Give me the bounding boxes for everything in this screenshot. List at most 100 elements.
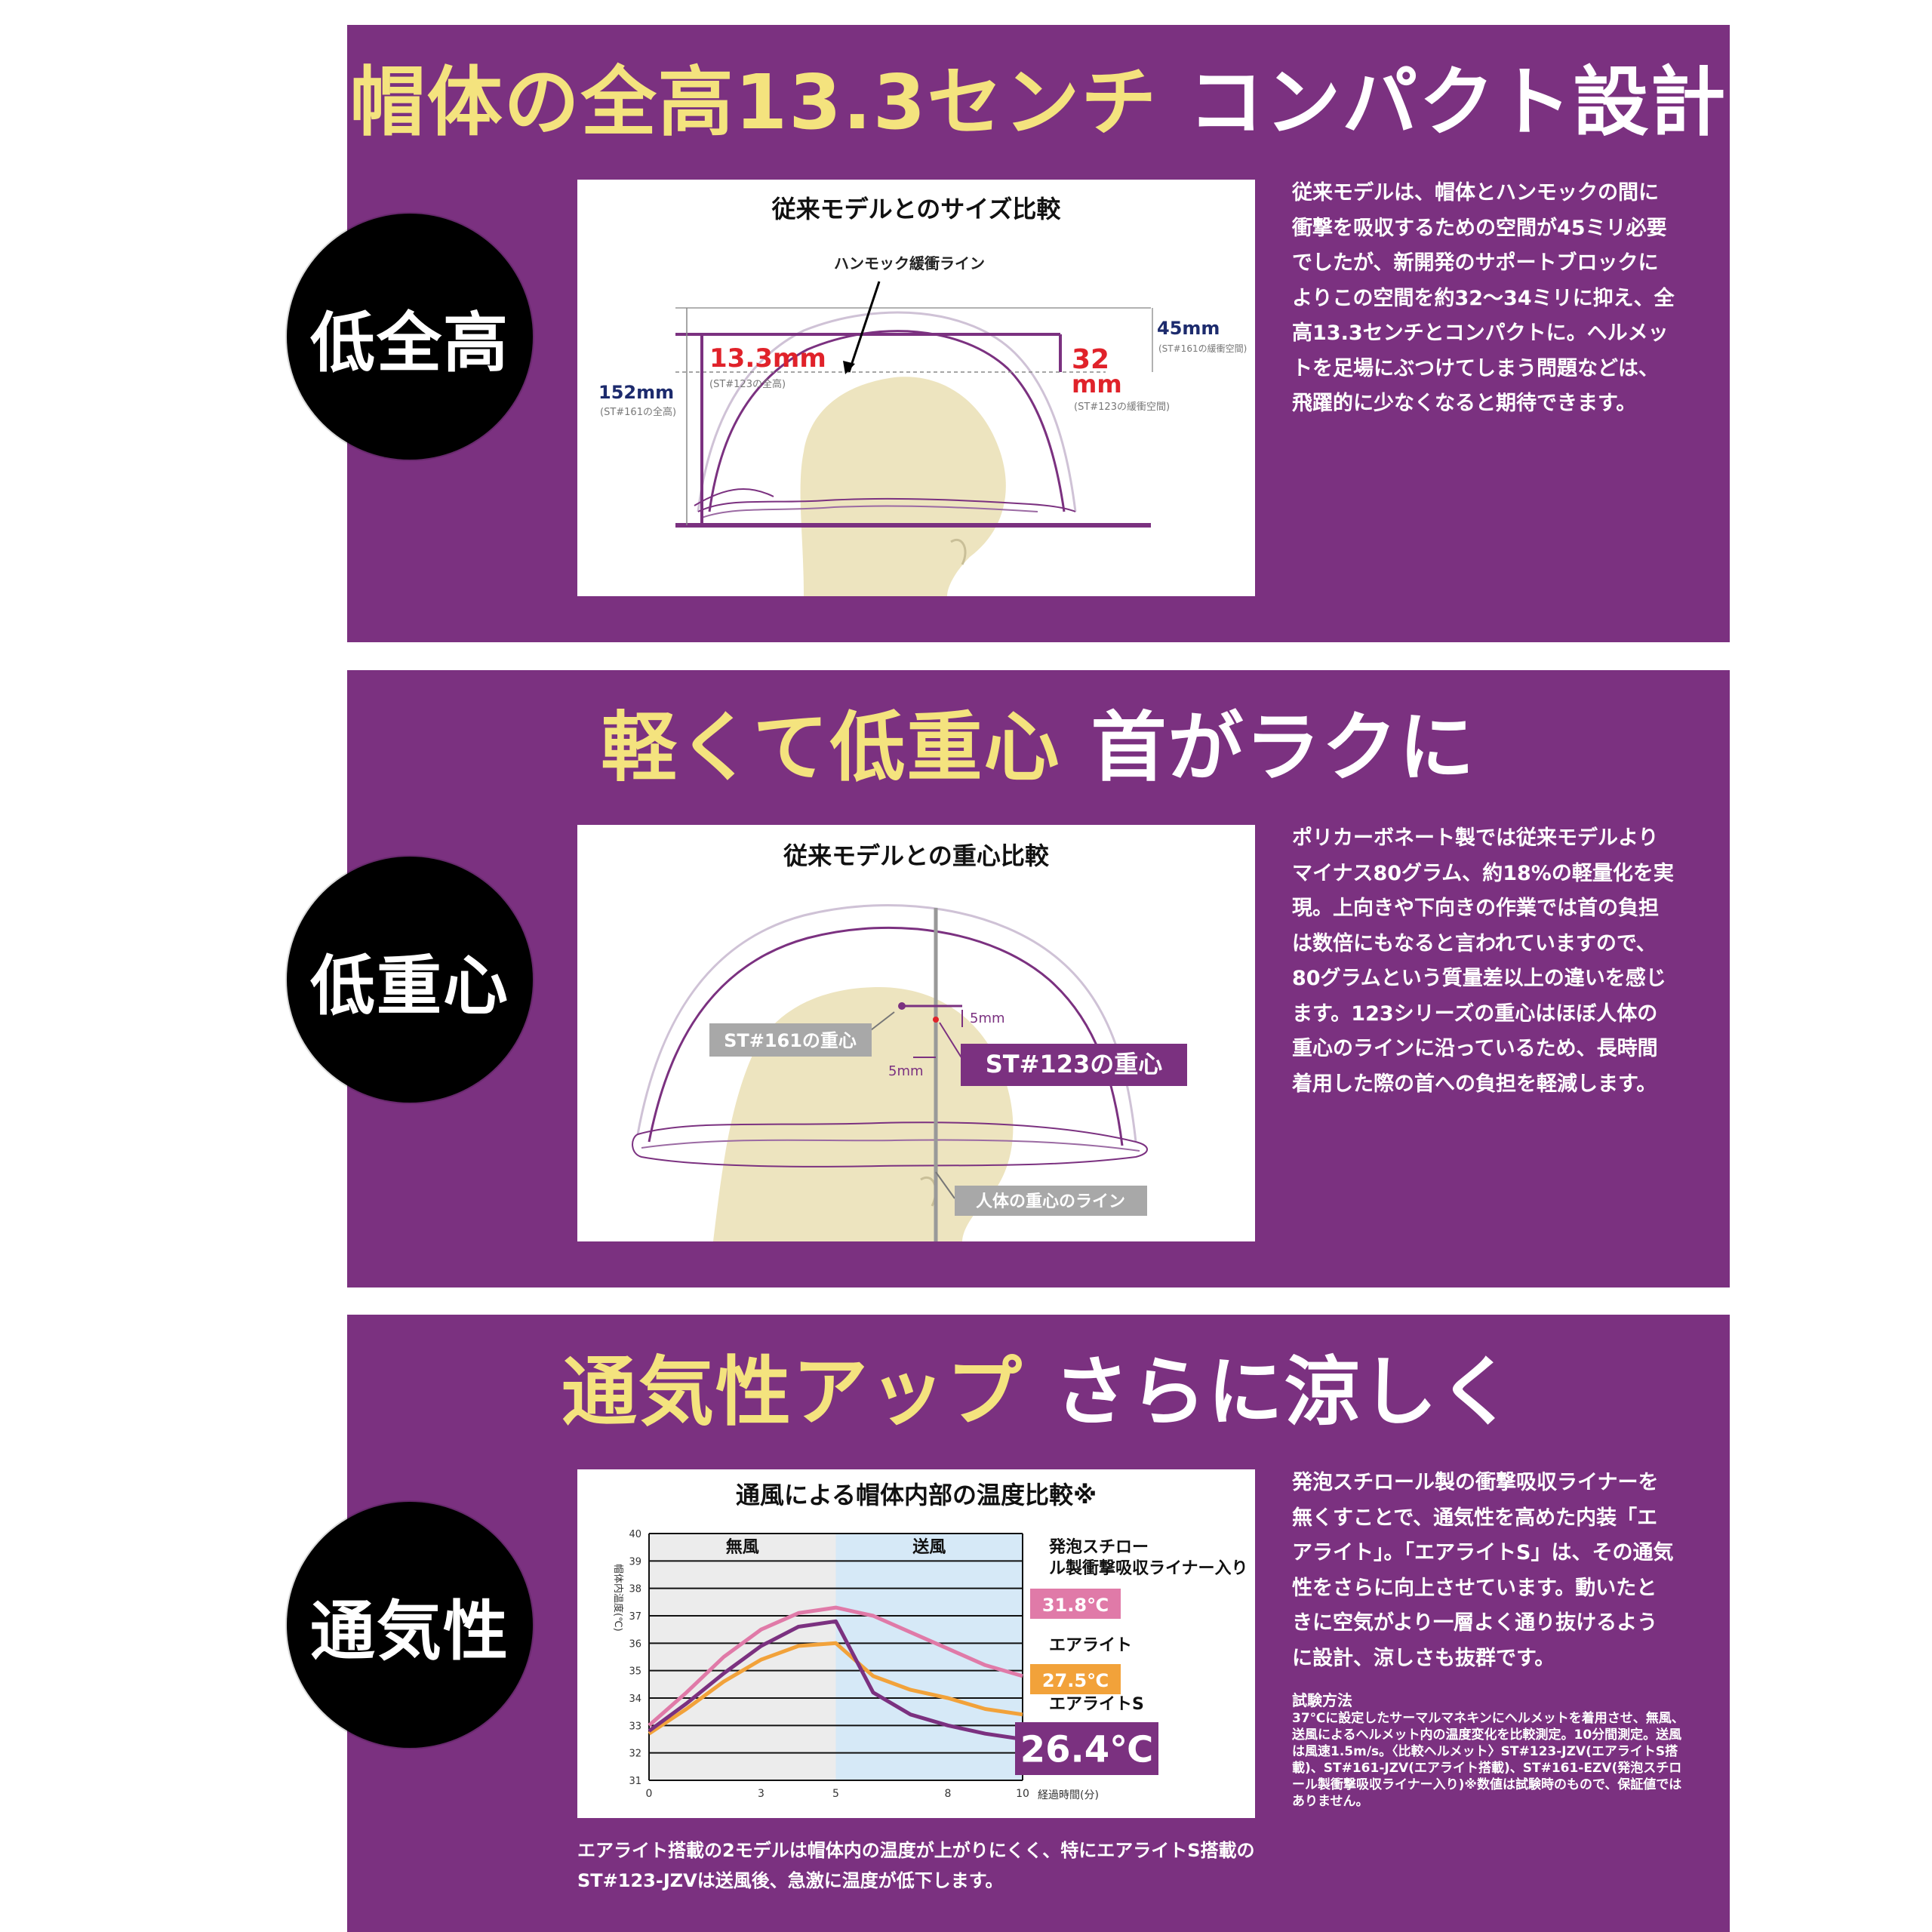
heading-ventilation: 通気性アップさらに涼しく	[347, 1343, 1730, 1441]
test-method-body: 37℃に設定したサーマルマネキンにヘルメットを着用させ、無風、送風によるヘルメッ…	[1292, 1711, 1684, 1809]
label-123-leader	[939, 1022, 963, 1060]
heading-compact-design: 帽体の全高13.3センチコンパクト設計	[347, 54, 1730, 152]
series-line-3	[648, 1619, 1023, 1741]
x-axis-label: 経過時間(分)	[1038, 1789, 1099, 1801]
brim-line-3	[694, 488, 774, 506]
helmet-outline-123	[708, 330, 1066, 512]
y-tick-label: 36	[629, 1638, 641, 1650]
y-tick-label: 31	[629, 1776, 641, 1787]
head-silhouette	[800, 377, 1006, 596]
series-line-2	[648, 1641, 1023, 1736]
x-tick-label: 3	[758, 1788, 764, 1800]
body-line-leader	[935, 1171, 955, 1199]
heading-white: 首がラクに	[1091, 703, 1476, 792]
label-body-line: 人体の重心のライン	[976, 1192, 1125, 1211]
dim-133-sub: (ST#123の全高)	[709, 378, 786, 390]
test-method-title: 試験方法	[1292, 1691, 1352, 1709]
label-161: ST#161の重心	[724, 1030, 857, 1051]
label-123-box	[961, 1044, 1187, 1086]
y-axis-label: 帽体内温度(℃)	[612, 1564, 624, 1632]
brim-line-2	[701, 505, 1038, 518]
chart-caption: エアライト搭載の2モデルは帽体内の温度が上がりにくく、特にエアライトS搭載のST…	[577, 1840, 1255, 1891]
description-ventilation: 発泡スチロール製の衝撃吸収ライナーを無くすことで、通気性を高めた内装「エアライト…	[1292, 1471, 1674, 1670]
region-label-wind: 送風	[912, 1537, 946, 1557]
heading-low-cog: 軽くて低重心首がラクに	[347, 699, 1730, 797]
brim-inner-line	[641, 1139, 1140, 1152]
heading-yellow: 通気性アップ	[561, 1348, 1023, 1436]
y-tick-label: 35	[629, 1666, 641, 1678]
series-name-2: エアライト	[1049, 1636, 1132, 1655]
series-end-value-1: 31.8℃	[1042, 1595, 1109, 1616]
y-tick-label: 32	[629, 1749, 641, 1760]
y-tick-label: 34	[629, 1694, 641, 1705]
dim-45-sub: (ST#161の緩衝空間)	[1158, 343, 1247, 354]
heading-yellow: 軽くて低重心	[601, 703, 1061, 792]
dim-45-label: 45mm	[1157, 318, 1220, 339]
dim-152-label: 152mm	[598, 382, 674, 403]
brim-outline	[632, 1121, 1148, 1168]
series-name-1: ル製衝撃吸収ライナー入り	[1049, 1558, 1248, 1578]
y-tick-label: 33	[629, 1721, 641, 1732]
cog-123-dot	[933, 1017, 939, 1023]
series-name-1: 発泡スチロー	[1048, 1537, 1149, 1557]
test-method-note: 試験方法 37℃に設定したサーマルマネキンにヘルメットを着用させ、無風、送風によ…	[1292, 1692, 1684, 1810]
region-wind	[835, 1534, 1023, 1780]
helmet-outline-161	[697, 311, 1077, 512]
y-tick-label: 39	[629, 1556, 641, 1567]
size-comparison-diagram: 従来モデルとのサイズ比較 ハンモック緩衝ライン 13.3mm (ST#123の全…	[598, 195, 1247, 596]
region-label-no-wind: 無風	[726, 1537, 759, 1557]
heading-white: さらに涼しく	[1054, 1348, 1515, 1436]
badge-low-height: 低全高	[287, 214, 533, 460]
dim-32-unit: mm	[1072, 370, 1122, 398]
series-line-1	[648, 1605, 1023, 1727]
series-end-badge-2	[1030, 1664, 1121, 1694]
series-end-badge-3	[1015, 1722, 1158, 1775]
label-161-leader	[867, 1011, 895, 1033]
heading-yellow: 帽体の全高13.3センチ	[349, 58, 1158, 146]
chart-title: 通風による帽体内部の温度比較※	[736, 1481, 1097, 1509]
badge-ventilation: 通気性	[287, 1502, 533, 1748]
heading-white: コンパクト設計	[1188, 58, 1727, 146]
label-161-box	[709, 1023, 872, 1057]
dim-32-number: 32	[1072, 344, 1109, 375]
cog-161-dot	[898, 1002, 906, 1010]
dim-133-label: 13.3mm	[709, 343, 826, 374]
offset-5mm-vertical: 5mm	[970, 1011, 1005, 1026]
x-tick-label: 5	[832, 1788, 839, 1800]
x-tick-label: 0	[646, 1788, 653, 1800]
description-compact: 従来モデルは、帽体とハンモックの間に衝撃を吸収するための空間が45ミリ必要でした…	[1292, 181, 1675, 415]
offset-5mm-horizontal: 5mm	[888, 1063, 924, 1079]
y-tick-label: 38	[629, 1584, 641, 1595]
series-end-value-2: 27.5℃	[1042, 1670, 1109, 1691]
dim-152-sub: (ST#161の全高)	[600, 406, 676, 418]
y-tick-label: 37	[629, 1611, 641, 1623]
figure-title: 従来モデルとのサイズ比較	[771, 195, 1062, 223]
panel-low-center-of-gravity: 軽くて低重心首がラクに ST#161の重心 ST#123の重心 5mm 5mm	[347, 670, 1730, 1287]
figure-title: 従来モデルとの重心比較	[783, 841, 1050, 870]
callout-arrow	[848, 281, 881, 373]
region-no-wind	[649, 1534, 836, 1780]
series-end-badge-1	[1030, 1589, 1121, 1619]
panel-compact-design: 帽体の全高13.3センチコンパクト設計 従来モデルとのサ	[347, 25, 1730, 642]
callout-arrowhead	[843, 361, 855, 374]
series-end-value-3: 26.4℃	[1020, 1729, 1154, 1771]
y-tick-label: 40	[629, 1529, 641, 1540]
x-tick-label: 10	[1016, 1788, 1029, 1800]
ear-outline	[950, 539, 967, 565]
x-tick-label: 8	[945, 1788, 952, 1800]
callout-label: ハンモック緩衝ライン	[834, 254, 985, 272]
cog-comparison-figure: ST#161の重心 ST#123の重心 5mm 5mm 人体の重心のライン 従来…	[577, 825, 1255, 1241]
size-comparison-figure: 従来モデルとのサイズ比較 ハンモック緩衝ライン 13.3mm (ST#123の全…	[577, 180, 1255, 596]
badge-low-cog: 低重心	[287, 857, 533, 1103]
cog-comparison-diagram: ST#161の重心 ST#123の重心 5mm 5mm 人体の重心のライン 従来…	[632, 841, 1187, 1241]
label-123: ST#123の重心	[986, 1050, 1163, 1078]
dim-32-sub: (ST#123の緩衝空間)	[1074, 401, 1170, 413]
description-low-cog: ポリカーボネート製では従来モデルよりマイナス80グラム、約18%の軽量化を実現。…	[1292, 826, 1674, 1096]
body-line-box	[955, 1186, 1147, 1216]
brim-line-1	[697, 497, 1076, 512]
series-name-3: エアライトS	[1049, 1695, 1144, 1714]
